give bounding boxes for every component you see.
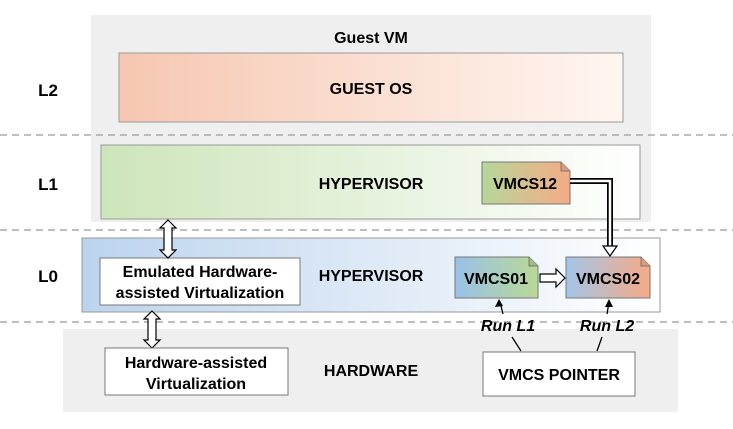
run-l2-line-lower (596, 336, 603, 352)
vmcs-pointer-label: VMCS POINTER (498, 367, 620, 384)
vmcs01-to-vmcs02-arrow (539, 267, 566, 289)
level-label-l0: L0 (38, 267, 58, 286)
guest-os-box (118, 52, 624, 123)
emulated-hav-line2: assisted Virtualization (116, 285, 285, 302)
hardware-hav-box (104, 347, 289, 396)
emulated-hav-box (99, 257, 301, 306)
run-l1-line-lower (511, 336, 522, 352)
run-l1-arrowhead (495, 299, 503, 307)
vmcs01-box (454, 256, 539, 299)
hardware-hav-line1: Hardware-assisted (125, 355, 267, 372)
vmcs12-fold (560, 162, 570, 172)
level-label-l2: L2 (38, 81, 58, 100)
hardware-label: HARDWARE (324, 363, 419, 380)
vmcs02-box (565, 256, 651, 299)
vmcs12-label: VMCS12 (493, 176, 557, 193)
vmcs-pointer-box (482, 351, 636, 397)
vmcs02-label: VMCS02 (576, 271, 640, 288)
emulated-hav-double-arrow (158, 219, 178, 259)
vmcs12-to-vmcs02-arrowhead (601, 245, 619, 258)
vmcs01-label: VMCS01 (464, 271, 528, 288)
run-l2-label: Run L2 (580, 318, 634, 335)
level-label-l1: L1 (38, 175, 58, 194)
vmcs02-fold (640, 257, 650, 267)
l0-hypervisor-label: HYPERVISOR (319, 268, 424, 285)
guest-vm-title: Guest VM (334, 30, 408, 47)
l1-hypervisor-label: HYPERVISOR (319, 176, 424, 193)
vmcs01-fold (528, 257, 538, 267)
vmcs12-to-vmcs02-connector-inner (570, 179, 612, 247)
hardware-hav-line2: Virtualization (146, 376, 246, 393)
run-l1-label: Run L1 (481, 318, 535, 335)
vmcs12-box (481, 161, 571, 205)
run-l2-arrowhead (605, 299, 613, 307)
guest-os-label: GUEST OS (330, 81, 413, 98)
emulated-hav-line1: Emulated Hardware- (123, 264, 278, 281)
